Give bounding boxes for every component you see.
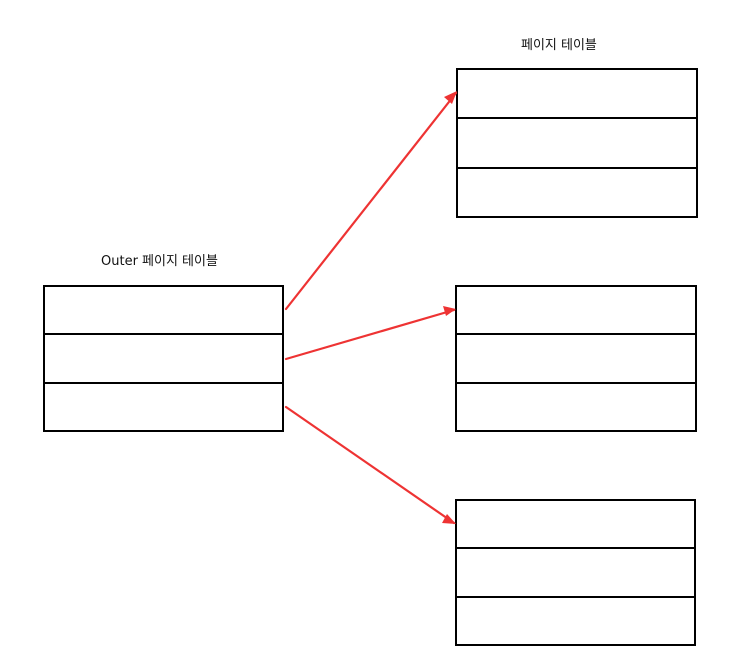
outer-page-table: [43, 285, 284, 432]
outer-table-entry-2: [43, 333, 284, 384]
arrowhead-1: [444, 91, 457, 104]
arrow-entry-1-to-page-table-1: [284, 91, 458, 311]
arrowhead-2: [443, 306, 456, 316]
outer-table-entry-3: [43, 382, 284, 432]
outer-table-entry-1: [43, 285, 284, 335]
page-table-label: 페이지 테이블: [521, 38, 597, 53]
page-table-2-entry-3: [455, 382, 697, 432]
arrow-entry-3-to-page-table-3: [284, 405, 456, 525]
arrow-entry-2-to-page-table-2: [284, 308, 456, 361]
page-table-1: [456, 68, 698, 218]
page-table-3-entry-1: [455, 499, 696, 549]
page-table-1-entry-3: [456, 167, 698, 218]
page-table-2: [455, 285, 697, 432]
outer-table-label: Outer 페이지 테이블: [101, 254, 218, 269]
page-table-2-entry-1: [455, 285, 697, 335]
arrowhead-3: [442, 514, 456, 524]
page-table-3: [455, 499, 696, 646]
page-table-3-entry-3: [455, 596, 696, 646]
